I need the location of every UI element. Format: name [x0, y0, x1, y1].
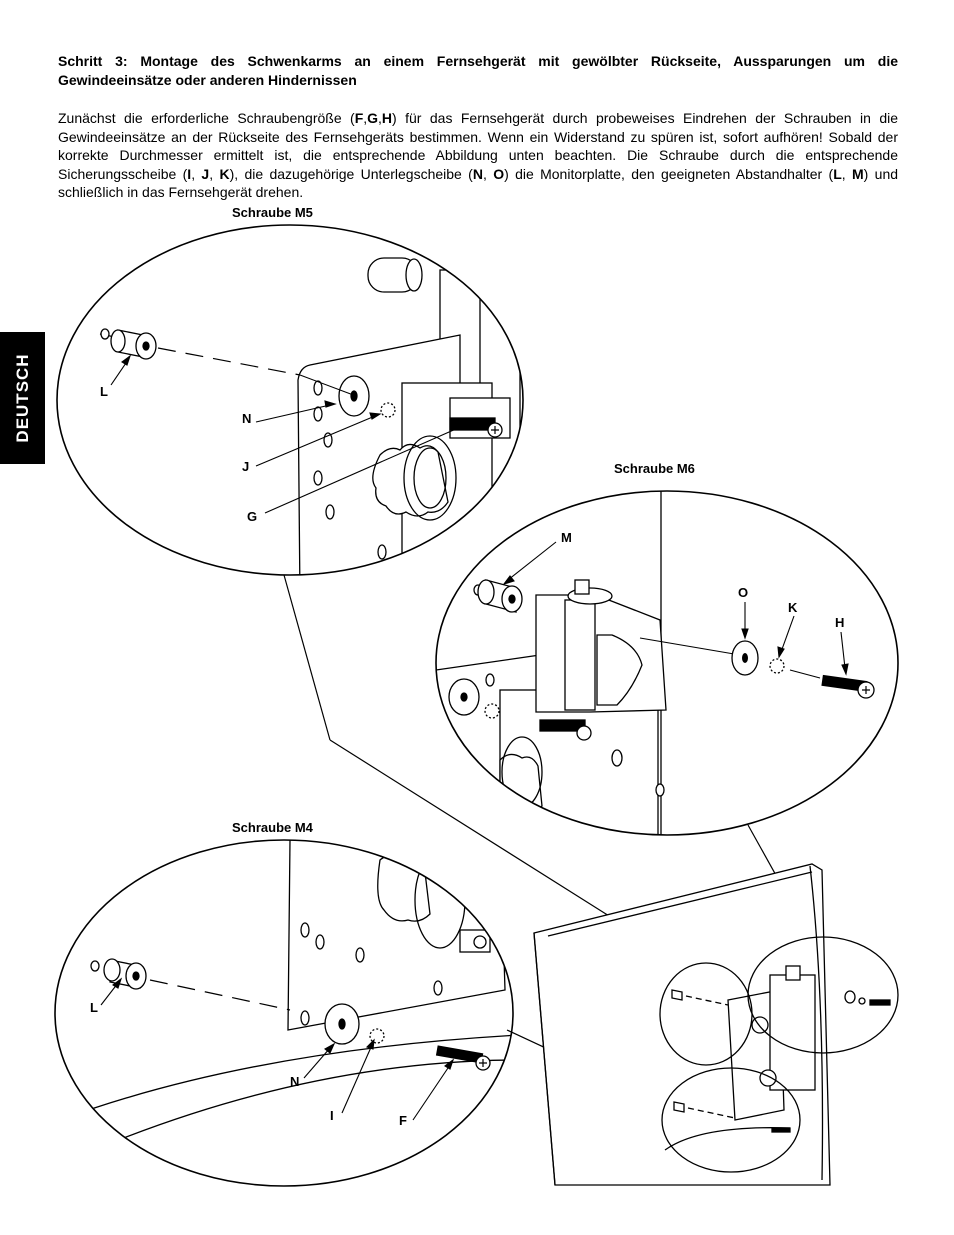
- caption-schraube-m4: Schraube M4: [232, 820, 313, 835]
- callout-m5-l: L: [100, 384, 108, 399]
- callout-m5-j: J: [242, 459, 250, 474]
- callout-m4-l: L: [90, 1000, 98, 1015]
- intro-paragraph: Zunächst die erforderliche Schraubengröß…: [58, 110, 899, 201]
- tv-overview: [533, 863, 899, 1186]
- detail-circle-m6: [435, 490, 899, 836]
- step-heading: Schritt 3: Montage des Schwenkarms an ei…: [58, 53, 898, 88]
- callout-m5-n: N: [242, 411, 252, 426]
- callout-m6-h: H: [835, 615, 845, 630]
- callout-m5-g: G: [247, 509, 258, 524]
- caption-schraube-m5: Schraube M5: [232, 205, 313, 220]
- callout-m6-m: M: [561, 530, 572, 545]
- language-side-tab: DEUTSCH: [0, 332, 45, 464]
- detail-circle-m4: [54, 839, 514, 1187]
- callout-m4-i: I: [330, 1108, 334, 1123]
- callout-m4-n: N: [290, 1074, 300, 1089]
- callout-m6-o: O: [738, 585, 749, 600]
- callout-m6-k: K: [788, 600, 798, 615]
- callout-leaders: [100, 354, 849, 1121]
- caption-schraube-m6: Schraube M6: [614, 461, 695, 476]
- callout-m4-f: F: [399, 1113, 407, 1128]
